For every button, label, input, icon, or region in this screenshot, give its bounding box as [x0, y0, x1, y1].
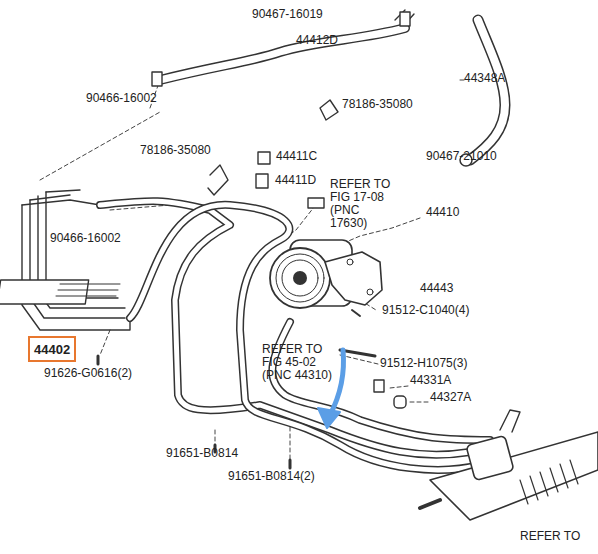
callout-number: 91512-C1040(4)	[382, 304, 469, 317]
callout-number: 91626-G0616(2)	[44, 367, 132, 380]
callout-number: 44327A	[430, 391, 471, 404]
part-number: 44402	[34, 342, 70, 357]
callout-number: 44331A	[410, 374, 451, 387]
callout-number: 91651-B0814	[166, 447, 238, 460]
callout-number: 90466-16002	[50, 232, 121, 245]
part-number-box: 44402	[28, 336, 76, 362]
callout-number: 44411C	[276, 150, 317, 163]
callout-number: 44412D	[296, 34, 338, 47]
callout-number: 44411D	[275, 174, 316, 187]
callout-number: 78186-35080	[140, 144, 211, 157]
callout-number: 44348A	[464, 72, 505, 85]
callout-number: 78186-35080	[342, 98, 413, 111]
callout-number: 91651-B0814(2)	[228, 470, 315, 483]
callout-number: 44410	[426, 206, 459, 219]
callout-number: 90467-21010	[426, 150, 497, 163]
reference-note: REFER TO FIG 17-08 (PNC 17630)	[330, 178, 398, 230]
callout-number: 90466-16002	[86, 92, 157, 105]
callout-number: 90467-16019	[252, 8, 323, 21]
callout-number: 44443	[420, 282, 453, 295]
callout-number: 91512-H1075(3)	[380, 357, 467, 370]
reference-note: REFER TO FIG 45-02 (PNC 44310)	[262, 343, 334, 382]
reference-note: REFER TO	[520, 530, 580, 543]
